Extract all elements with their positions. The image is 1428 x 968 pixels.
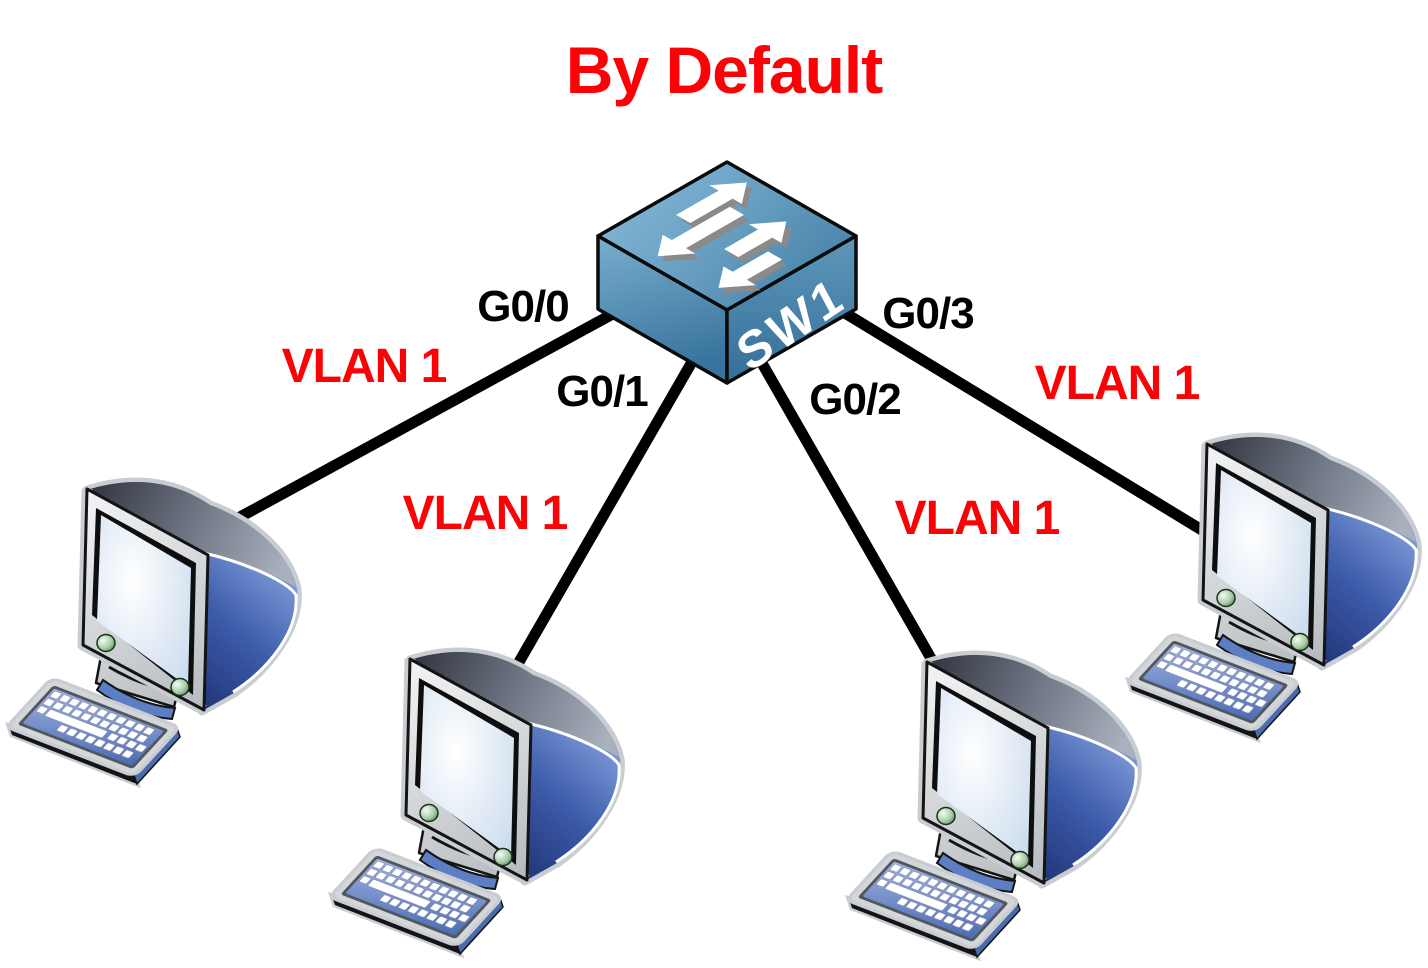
diagram-title: By Default bbox=[565, 33, 883, 107]
vlan-label-g0-3: VLAN 1 bbox=[1034, 357, 1201, 410]
link-lines bbox=[234, 304, 1221, 701]
vlan-label-g0-2: VLAN 1 bbox=[894, 492, 1061, 545]
pc-icon-2 bbox=[332, 652, 620, 954]
link-line-g0-3 bbox=[834, 304, 1221, 544]
port-label-g0-2: G0/2 bbox=[809, 375, 901, 424]
vlan-label-g0-1: VLAN 1 bbox=[402, 487, 569, 540]
pc-icon-3 bbox=[849, 655, 1137, 957]
pc-icon-4 bbox=[1129, 437, 1417, 739]
link-line-g0-1 bbox=[494, 342, 706, 701]
port-label-g0-3: G0/3 bbox=[882, 289, 974, 338]
pc-icon-1 bbox=[9, 482, 297, 784]
port-label-g0-1: G0/1 bbox=[556, 367, 648, 416]
link-line-g0-2 bbox=[749, 345, 958, 701]
switch-icon bbox=[596, 160, 858, 385]
port-label-g0-0: G0/0 bbox=[477, 282, 569, 331]
vlan-label-g0-0: VLAN 1 bbox=[281, 340, 448, 393]
link-line-g0-0 bbox=[234, 304, 626, 523]
